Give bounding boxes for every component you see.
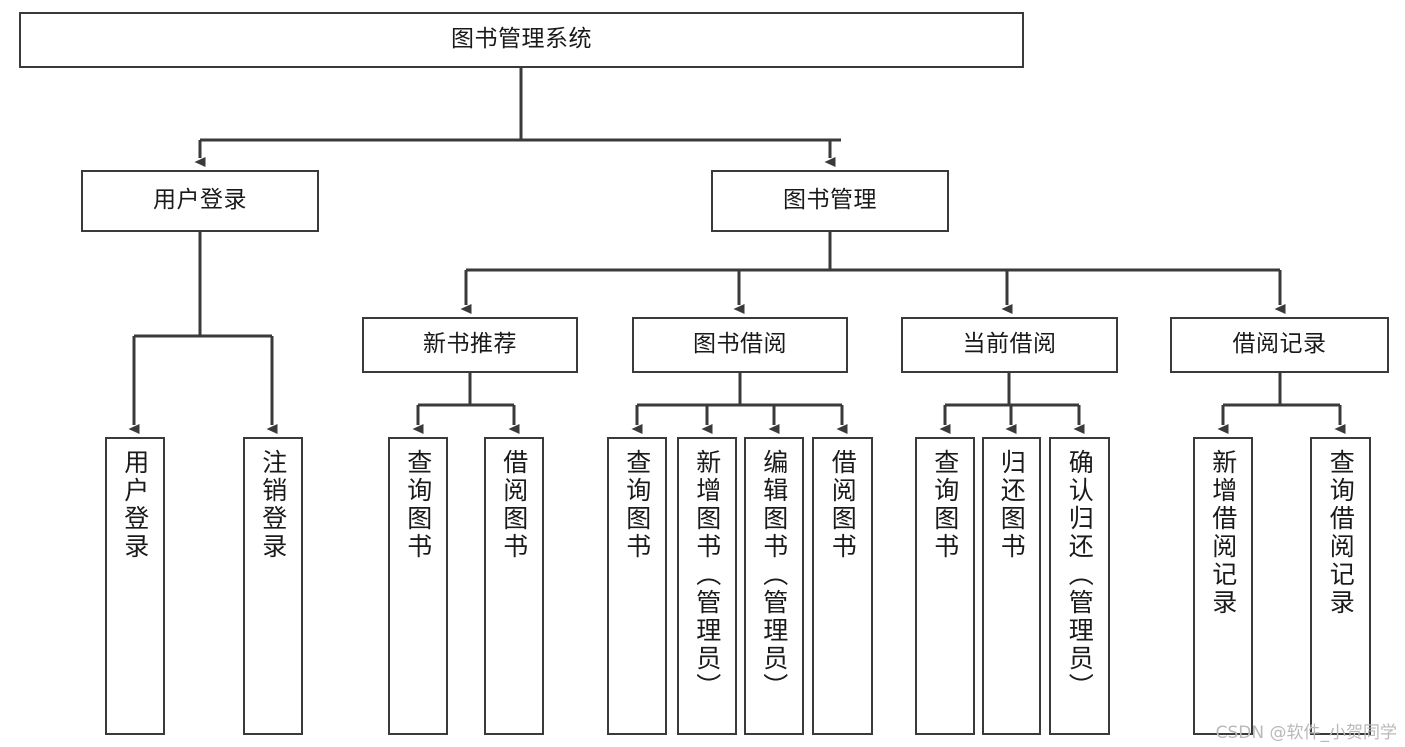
node-new-book-recommend[interactable]: 新书推荐 [362, 317, 578, 373]
leaf-edit-book-admin-label: 编辑图书（管理员） [759, 449, 789, 701]
node-book-management-label: 图书管理 [783, 187, 877, 214]
leaf-query-borrow-record-label: 查询借阅记录 [1326, 449, 1356, 617]
leaf-user-logout[interactable]: 注销登录 [243, 437, 303, 735]
leaf-confirm-return-admin-label: 确认归还（管理员） [1065, 449, 1095, 701]
node-user-login[interactable]: 用户登录 [81, 170, 319, 232]
leaf-borrow-book-recommend-label: 借阅图书 [499, 449, 529, 561]
leaf-borrow-book-recommend[interactable]: 借阅图书 [484, 437, 544, 735]
node-borrow-record[interactable]: 借阅记录 [1170, 317, 1389, 373]
leaf-add-borrow-record-label: 新增借阅记录 [1208, 449, 1238, 617]
node-new-book-recommend-label: 新书推荐 [423, 331, 517, 358]
leaf-add-borrow-record[interactable]: 新增借阅记录 [1193, 437, 1253, 735]
leaf-query-book-recommend-label: 查询图书 [403, 449, 433, 561]
leaf-edit-book-admin[interactable]: 编辑图书（管理员） [744, 437, 804, 735]
leaf-return-book[interactable]: 归还图书 [982, 437, 1041, 735]
node-book-management[interactable]: 图书管理 [711, 170, 949, 232]
leaf-user-logout-label: 注销登录 [258, 449, 288, 561]
node-current-borrow[interactable]: 当前借阅 [901, 317, 1118, 373]
node-book-borrow-label: 图书借阅 [693, 331, 787, 358]
leaf-borrow-book[interactable]: 借阅图书 [812, 437, 873, 735]
node-user-login-label: 用户登录 [153, 187, 247, 214]
leaf-return-book-label: 归还图书 [997, 449, 1027, 561]
node-book-borrow[interactable]: 图书借阅 [632, 317, 848, 373]
watermark: CSDN @软件_小贺同学 [1215, 723, 1397, 743]
node-root[interactable]: 图书管理系统 [19, 12, 1024, 68]
leaf-user-login[interactable]: 用户登录 [105, 437, 165, 735]
leaf-query-book-recommend[interactable]: 查询图书 [388, 437, 448, 735]
leaf-add-book-admin-label: 新增图书（管理员） [692, 449, 722, 701]
leaf-query-borrow-record[interactable]: 查询借阅记录 [1310, 437, 1371, 735]
leaf-query-book-current-label: 查询图书 [930, 449, 960, 561]
leaf-query-book-current[interactable]: 查询图书 [915, 437, 975, 735]
node-root-label: 图书管理系统 [451, 26, 592, 53]
leaf-query-book-borrow-label: 查询图书 [622, 449, 652, 561]
node-borrow-record-label: 借阅记录 [1232, 331, 1327, 358]
node-current-borrow-label: 当前借阅 [962, 331, 1057, 358]
leaf-borrow-book-label: 借阅图书 [828, 449, 858, 561]
leaf-confirm-return-admin[interactable]: 确认归还（管理员） [1049, 437, 1110, 735]
leaf-add-book-admin[interactable]: 新增图书（管理员） [677, 437, 737, 735]
leaf-query-book-borrow[interactable]: 查询图书 [607, 437, 667, 735]
leaf-user-login-label: 用户登录 [120, 449, 150, 561]
